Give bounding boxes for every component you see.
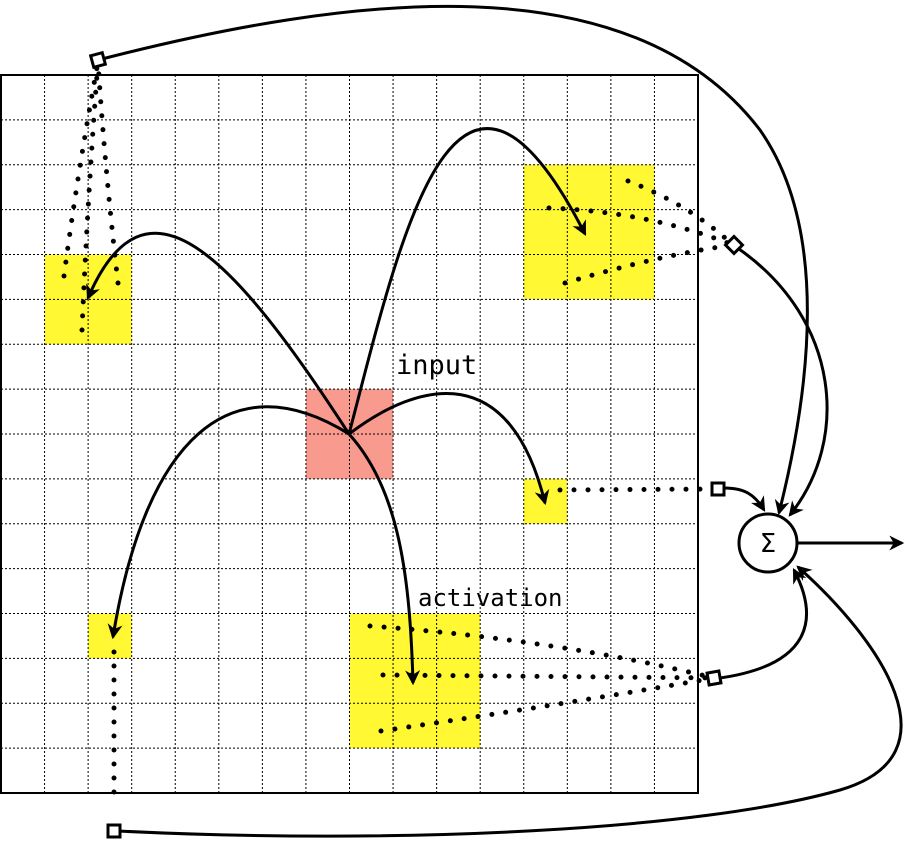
arrow-to-top-left: [86, 231, 351, 435]
activation-region-bottom-left: [88, 613, 132, 659]
activation-label: activation: [418, 584, 563, 612]
summation-node-circle: [737, 512, 799, 574]
arrow-middle-to-sum: [723, 486, 766, 512]
arrow-to-top-right: [347, 127, 587, 435]
dotted-line: [557, 486, 720, 493]
dotted-line: [562, 242, 736, 286]
arrow-top-to-sum: [97, 4, 809, 516]
arrow-to-bottom-left: [107, 405, 350, 640]
arrow-bottom-right-to-sum: [719, 568, 808, 680]
grid-lines: [1, 75, 698, 793]
input-label: input: [396, 350, 477, 381]
sum-arrows: [97, 4, 903, 838]
dotted-line: [546, 205, 736, 248]
dotted-line: [378, 675, 717, 734]
summation-node[interactable]: Σ: [737, 512, 799, 574]
input-arrows: [86, 127, 587, 686]
activation-region-bottom-center: [349, 613, 481, 749]
connector-right-top[interactable]: [723, 234, 745, 256]
connector-bottom-right[interactable]: [705, 669, 723, 687]
dotted-line: [380, 672, 717, 681]
arrow-diamond-to-sum: [738, 247, 829, 517]
connector-markers: [88, 50, 745, 839]
dotted-line: [625, 178, 736, 248]
connector-middle[interactable]: [710, 481, 726, 497]
dotted-connections: [61, 59, 736, 808]
grid-border: [0, 74, 699, 794]
dotted-line: [367, 623, 717, 681]
connector-bottom[interactable]: [106, 823, 122, 839]
dotted-line: [95, 59, 121, 286]
dotted-line: [61, 59, 101, 279]
arrow-to-bottom-center: [347, 432, 421, 686]
arrow-bottom-to-sum: [117, 565, 903, 838]
arrow-to-middle-right: [348, 392, 550, 506]
sum-symbol: Σ: [760, 529, 776, 559]
connector-top[interactable]: [88, 50, 108, 70]
activation-region-top-right: [523, 164, 655, 300]
